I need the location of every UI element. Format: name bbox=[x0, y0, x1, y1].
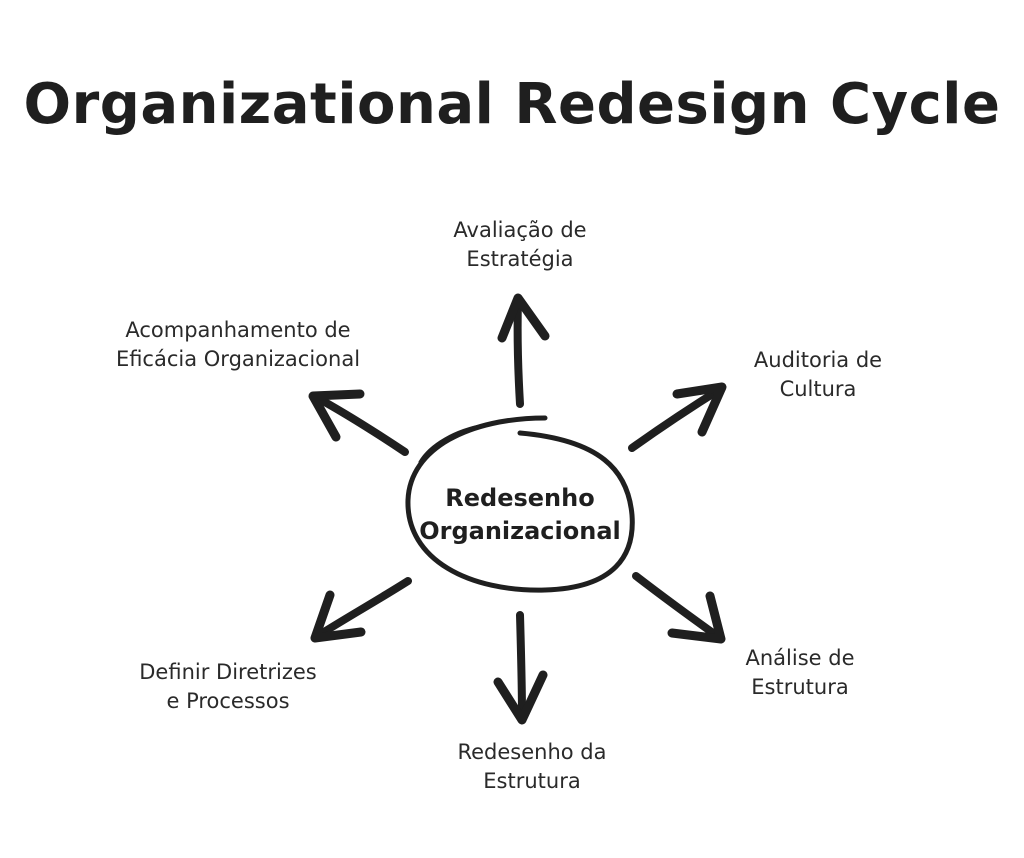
arrow-bottom bbox=[493, 611, 548, 725]
node-label-line1: Análise de bbox=[745, 646, 855, 670]
arrow-top-right bbox=[628, 382, 727, 452]
node-label-strategy-evaluation: Avaliação de Estratégia bbox=[410, 216, 630, 274]
node-label-line2: Estratégia bbox=[466, 247, 574, 271]
node-label-line2: Estrutura bbox=[751, 675, 849, 699]
node-label-line1: Definir Diretrizes bbox=[139, 660, 317, 684]
node-label-line2: Cultura bbox=[779, 377, 857, 401]
center-label-line2: Organizacional bbox=[419, 517, 621, 545]
node-label-structure-redesign: Redesenho da Estrutura bbox=[422, 738, 642, 796]
node-label-structure-analysis: Análise de Estrutura bbox=[710, 644, 890, 702]
center-label: Redesenho Organizacional bbox=[410, 482, 630, 548]
node-label-line2: Estrutura bbox=[483, 769, 581, 793]
arrow-top-left bbox=[308, 389, 409, 456]
arrow-top bbox=[497, 293, 550, 408]
node-label-culture-audit: Auditoria de Cultura bbox=[718, 346, 918, 404]
arrow-bottom-right bbox=[632, 572, 726, 644]
node-label-guidelines-processes: Definir Diretrizes e Processos bbox=[108, 658, 348, 716]
node-label-effectiveness-monitoring: Acompanhamento de Eficácia Organizaciona… bbox=[88, 316, 388, 374]
node-label-line1: Acompanhamento de bbox=[125, 318, 351, 342]
node-label-line2: Eficácia Organizacional bbox=[115, 347, 361, 371]
center-ellipse bbox=[405, 415, 635, 593]
node-label-line2: e Processos bbox=[166, 689, 290, 713]
center-label-line1: Redesenho bbox=[445, 484, 595, 512]
node-label-line1: Avaliação de bbox=[453, 218, 587, 242]
page-title: Organizational Redesign Cycle bbox=[23, 72, 1001, 137]
node-label-line1: Redesenho da bbox=[457, 740, 607, 764]
arrow-bottom-left bbox=[310, 577, 412, 643]
node-label-line1: Auditoria de bbox=[753, 348, 883, 372]
